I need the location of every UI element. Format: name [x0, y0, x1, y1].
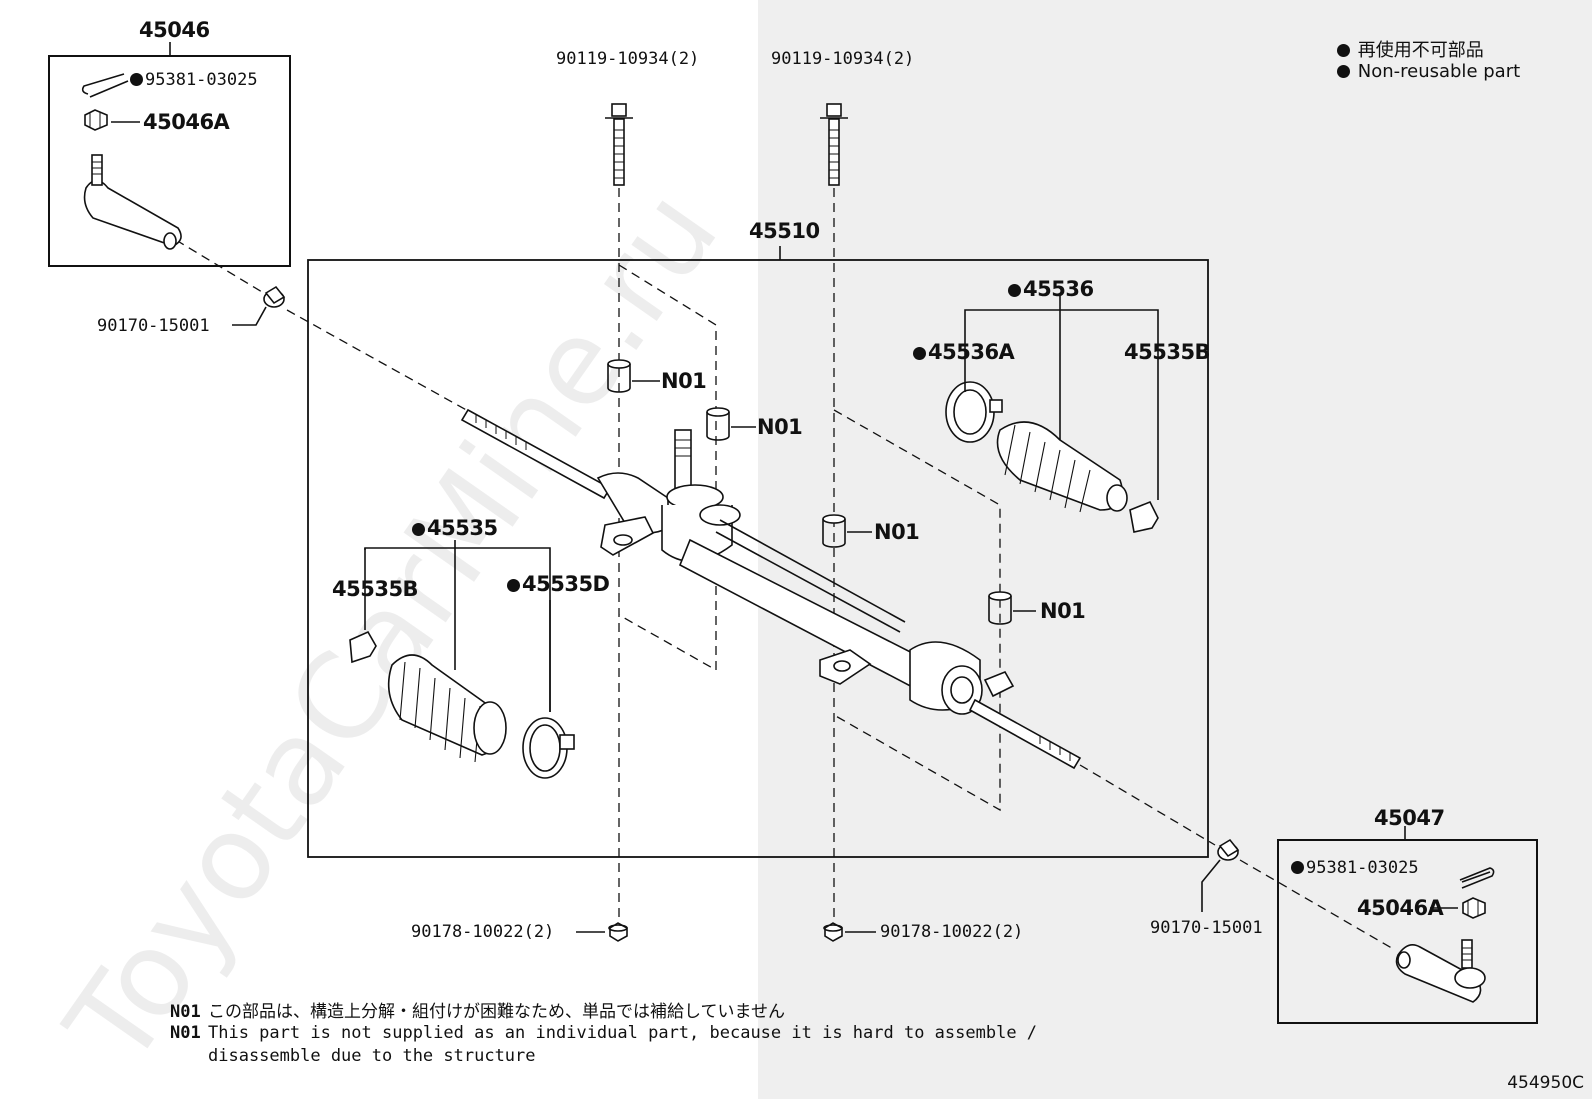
group-label-45046: 45046: [139, 18, 210, 42]
box-45510: [307, 259, 1209, 858]
cotter-pin-left-icon: [81, 73, 129, 98]
nut-bottom-left-icon: [608, 922, 628, 942]
group-label-45510: 45510: [749, 219, 820, 243]
note-en-2: disassemble due to the structure: [208, 1046, 536, 1066]
clip-right-icon: [1129, 500, 1159, 533]
label-boot-kit-left: 45535: [412, 516, 498, 540]
label-clip-left: 45535B: [332, 577, 419, 601]
nut-bottom-right-icon: [823, 922, 843, 942]
label-n01-b: N01: [757, 415, 803, 439]
washer-right-icon: [1217, 838, 1240, 861]
legend-line-en: Non-reusable part: [1337, 61, 1520, 82]
label-nut-bottom-left: 90178-10022(2): [411, 922, 555, 942]
bushing-icon-b: [706, 407, 730, 441]
legend-line-jp: 再使用不可部品: [1337, 36, 1484, 62]
label-clamp-left: 45535D: [507, 572, 610, 596]
clip-left-icon: [349, 630, 377, 664]
bolt-right-icon: [820, 103, 848, 186]
washer-left-icon: [263, 285, 286, 308]
label-nut-bottom-right: 90178-10022(2): [880, 922, 1024, 942]
nut-right-icon: [1462, 897, 1486, 919]
bolt-left-icon: [605, 103, 633, 186]
label-cotter-pin-left: 95381-03025: [130, 70, 258, 90]
label-clip-right: 45535B: [1124, 340, 1211, 364]
nut-left-icon: [84, 109, 108, 131]
cotter-pin-right-icon: [1459, 867, 1495, 889]
clamp-left-icon: [522, 717, 575, 779]
label-clamp-right: 45536A: [913, 340, 1015, 364]
bushing-icon-d: [988, 591, 1012, 625]
label-washer-left: 90170-15001: [97, 316, 210, 336]
label-n01-a: N01: [661, 369, 707, 393]
tie-rod-end-left-icon: [83, 154, 182, 250]
label-nut-left: 45046A: [143, 110, 230, 134]
clamp-right-icon: [945, 381, 1003, 443]
bushing-icon-c: [822, 514, 846, 548]
steering-rack-icon: [460, 408, 1082, 770]
label-washer-right: 90170-15001: [1150, 918, 1263, 938]
label-boot-kit-right: 45536: [1008, 277, 1094, 301]
label-bolt-left: 90119-10934(2): [556, 49, 700, 69]
label-bolt-right: 90119-10934(2): [771, 49, 915, 69]
boot-right-icon: [996, 421, 1128, 513]
label-nut-right: 45046A: [1357, 896, 1444, 920]
label-cotter-pin-right: 95381-03025: [1291, 858, 1419, 878]
tie-rod-end-right-icon: [1395, 939, 1486, 1003]
box-45047: [1277, 839, 1538, 1024]
group-label-45047: 45047: [1374, 806, 1445, 830]
boot-left-icon: [387, 654, 507, 763]
label-n01-c: N01: [874, 520, 920, 544]
bushing-icon-a: [607, 359, 631, 393]
diagram-code: 454950C: [1507, 1073, 1584, 1093]
shaded-panel: [758, 0, 1592, 1099]
label-n01-d: N01: [1040, 599, 1086, 623]
